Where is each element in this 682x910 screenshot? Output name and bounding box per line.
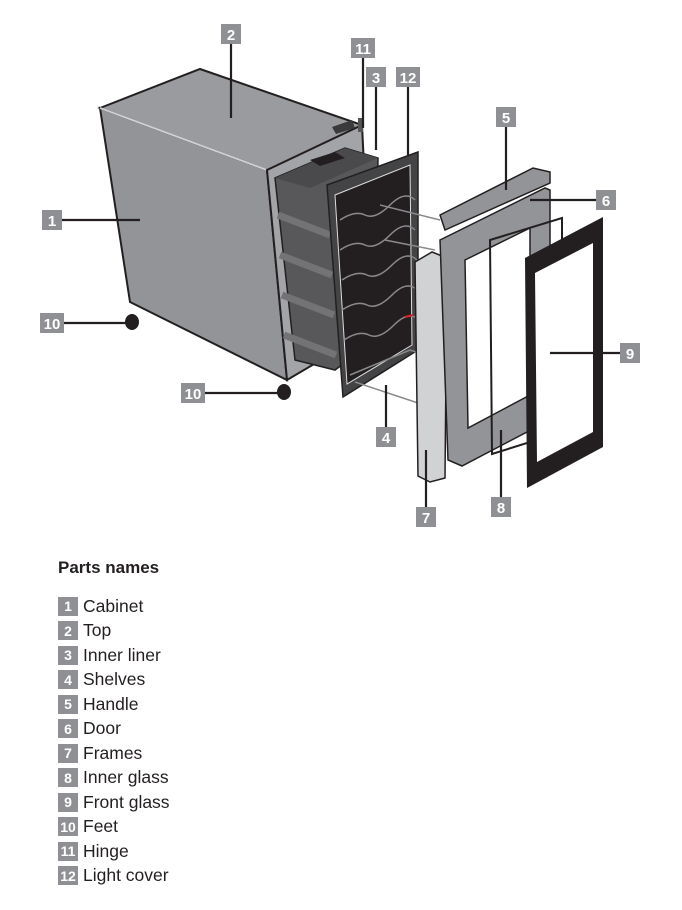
callout-handle: 5 [496, 107, 516, 127]
leader-lines [62, 44, 620, 507]
part-number: 10 [58, 817, 78, 837]
callout-hinge: 11 [351, 38, 375, 58]
part-name: Feet [83, 816, 119, 837]
callout-feet-left: 10 [40, 313, 64, 333]
part-number: 9 [58, 792, 78, 812]
callout-front-glass: 9 [620, 343, 640, 363]
svg-text:1: 1 [48, 213, 56, 230]
svg-text:10: 10 [185, 386, 202, 403]
svg-text:5: 5 [502, 110, 510, 127]
callout-inner-liner: 3 [366, 67, 386, 87]
part-name: Handle [83, 693, 139, 714]
part-name: Shelves [83, 669, 146, 690]
svg-text:7: 7 [422, 510, 430, 527]
light-cover [326, 150, 441, 408]
part-name: Frames [83, 742, 143, 763]
handle [439, 167, 551, 232]
part-number: 1 [58, 596, 78, 616]
part-number: 6 [58, 719, 78, 739]
svg-text:8: 8 [497, 500, 505, 517]
door [439, 167, 551, 467]
svg-text:12: 12 [400, 70, 417, 87]
part-number: 12 [58, 866, 78, 886]
frame [414, 251, 448, 483]
part-name: Light cover [83, 865, 169, 886]
foot-right [277, 384, 291, 400]
callout-shelves: 4 [376, 427, 396, 447]
exploded-diagram: 1 2 11 3 12 5 6 9 10 10 4 7 8 [40, 24, 640, 527]
part-number: 7 [58, 743, 78, 763]
shelves [339, 195, 441, 408]
part-number: 2 [58, 621, 78, 641]
foot-left [125, 314, 139, 330]
part-name: Front glass [83, 791, 170, 812]
svg-text:11: 11 [355, 41, 371, 58]
svg-text:9: 9 [626, 346, 634, 363]
callout-frames: 7 [416, 507, 436, 527]
callout-top: 2 [221, 24, 241, 44]
part-number: 8 [58, 768, 78, 788]
control-panel [332, 120, 355, 134]
part-number: 5 [58, 694, 78, 714]
part-name: Door [83, 718, 121, 739]
part-name: Inner glass [83, 767, 169, 788]
callout-cabinet: 1 [42, 210, 62, 230]
part-number: 4 [58, 670, 78, 690]
part-name: Inner liner [83, 644, 161, 665]
callout-feet-right: 10 [181, 383, 205, 403]
parts-names-heading: Parts names [58, 558, 160, 577]
svg-text:4: 4 [382, 430, 391, 447]
svg-text:6: 6 [602, 193, 610, 210]
part-name: Hinge [83, 840, 129, 861]
part-name: Top [83, 620, 112, 641]
callout-light-cover: 12 [396, 67, 420, 87]
svg-text:2: 2 [227, 27, 235, 44]
callout-inner-glass: 8 [491, 497, 511, 517]
callout-door: 6 [596, 190, 616, 210]
svg-text:3: 3 [372, 70, 380, 87]
part-name: Cabinet [83, 595, 144, 616]
part-number: 3 [58, 645, 78, 665]
part-number: 11 [58, 841, 78, 861]
hinge [358, 118, 363, 132]
svg-text:10: 10 [44, 316, 61, 333]
